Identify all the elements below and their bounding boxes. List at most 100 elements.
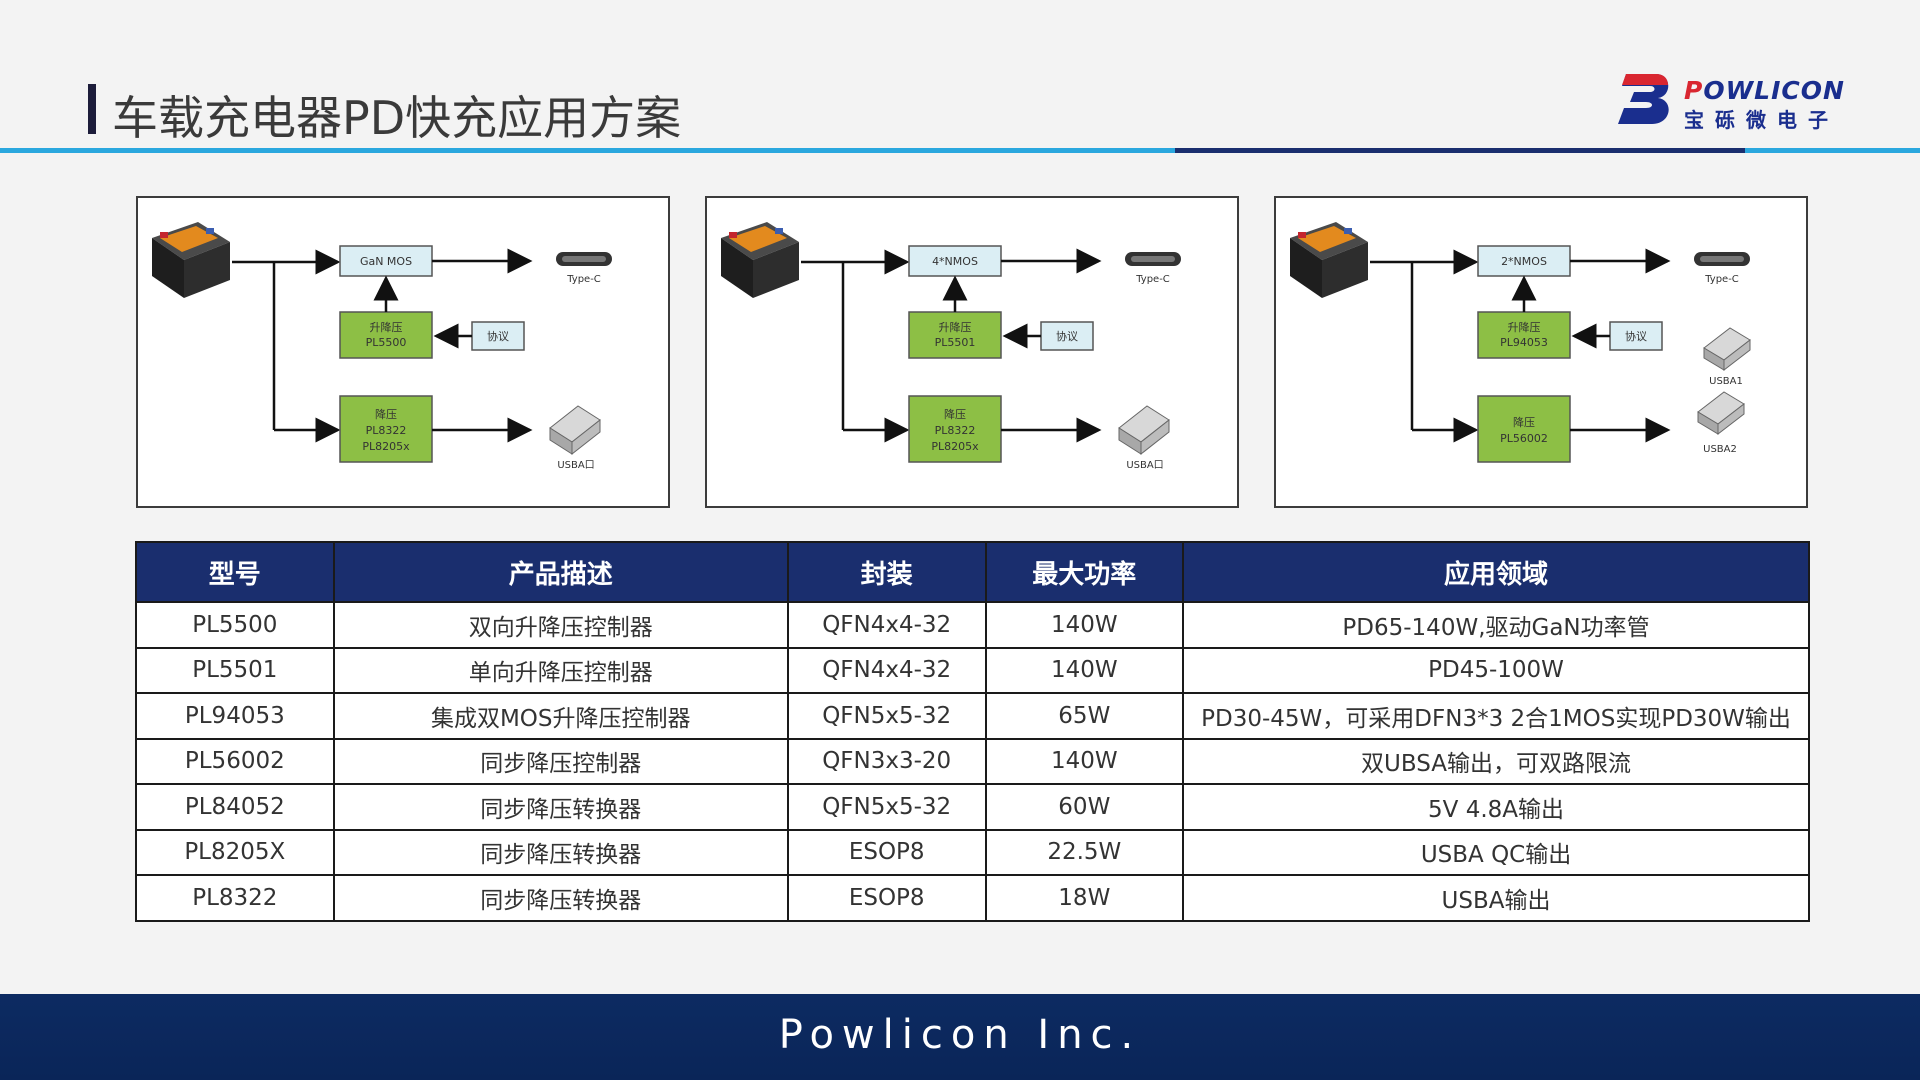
cell-application: PD65-140W,驱动GaN功率管 [1182, 601, 1810, 649]
table-row: PL84052 同步降压转换器 QFN5x5-32 60W 5V 4.8A输出 [135, 783, 1810, 831]
proto-block [1609, 321, 1663, 351]
car-battery-icon [721, 222, 799, 298]
car-battery-icon [1290, 222, 1368, 298]
cell-description: 同步降压转换器 [332, 783, 789, 831]
cell-description: 同步降压转换器 [332, 828, 789, 876]
table-row: PL8322 同步降压转换器 ESOP8 18W USBA输出 [135, 874, 1810, 922]
svg-text:USBA口: USBA口 [557, 460, 594, 471]
top-block [339, 245, 433, 277]
company-logo: POWLICON 宝砾微电子 [1612, 66, 1852, 136]
cell-description: 同步降压转换器 [332, 874, 789, 922]
usb-a-connector-icon [1703, 327, 1751, 372]
cell-max-power: 140W [984, 601, 1185, 649]
diagram-panel-3: 2*NMOS 升降压 PL94053 协议 降压 PL56002 Type-C … [1274, 196, 1808, 508]
cell-max-power: 140W [984, 737, 1185, 785]
svg-text:PL5501: PL5501 [935, 336, 976, 349]
table-row: PL56002 同步降压控制器 QFN3x3-20 140W 双UBSA输出，可… [135, 737, 1810, 785]
header-model: 型号 [135, 541, 335, 603]
mid-block [1477, 311, 1571, 359]
diagram-panel-1: GaN MOS 升降压 PL5500 协议 降压 PL8322 PL8205x … [136, 196, 670, 508]
cell-application: 5V 4.8A输出 [1182, 783, 1810, 831]
cell-max-power: 60W [984, 783, 1185, 831]
svg-text:Type-C: Type-C [566, 274, 601, 285]
block-diagram-1: GaN MOS 升降压 PL5500 协议 降压 PL8322 PL8205x … [152, 222, 612, 471]
cell-package: QFN5x5-32 [786, 692, 987, 740]
cell-model: PL84052 [135, 783, 335, 831]
header-max-power: 最大功率 [984, 541, 1185, 603]
usb-a-connector-icon [1697, 391, 1745, 436]
logo-brand: POWLICON [1684, 76, 1845, 105]
svg-text:PL8205x: PL8205x [931, 440, 979, 453]
cell-model: PL56002 [135, 737, 335, 785]
svg-text:升降压: 升降压 [1508, 320, 1541, 334]
header-application: 应用领域 [1182, 541, 1810, 603]
svg-text:Type-C: Type-C [1704, 274, 1739, 285]
bottom-block [908, 395, 1002, 463]
svg-text:Type-C: Type-C [1135, 274, 1170, 285]
svg-text:USBA口: USBA口 [1126, 460, 1163, 471]
svg-text:协议: 协议 [1056, 329, 1078, 343]
cell-max-power: 140W [984, 646, 1185, 694]
cell-application: USBA输出 [1182, 874, 1810, 922]
cell-application: 双UBSA输出，可双路限流 [1182, 737, 1810, 785]
cell-description: 集成双MOS升降压控制器 [332, 692, 789, 740]
block-diagram-3: 2*NMOS 升降压 PL94053 协议 降压 PL56002 Type-C … [1290, 222, 1751, 463]
svg-text:PL8322: PL8322 [935, 424, 976, 437]
cell-application: PD30-45W，可采用DFN3*3 2合1MOS实现PD30W输出 [1182, 692, 1810, 740]
cell-description: 双向升降压控制器 [332, 601, 789, 649]
cell-application: USBA QC输出 [1182, 828, 1810, 876]
cell-max-power: 65W [984, 692, 1185, 740]
logo-b-mark-icon [1618, 74, 1669, 124]
svg-text:升降压: 升降压 [370, 320, 403, 334]
svg-text:PL8322: PL8322 [366, 424, 407, 437]
header-rule-dark [1175, 148, 1745, 153]
cell-package: ESOP8 [786, 874, 987, 922]
svg-text:PL5500: PL5500 [366, 336, 407, 349]
cell-model: PL8205X [135, 828, 335, 876]
cell-package: QFN4x4-32 [786, 646, 987, 694]
bottom-block [1477, 395, 1571, 463]
svg-text:降压: 降压 [375, 407, 397, 421]
svg-text:GaN MOS: GaN MOS [360, 255, 412, 268]
table-row: PL8205X 同步降压转换器 ESOP8 22.5W USBA QC输出 [135, 828, 1810, 876]
svg-text:协议: 协议 [487, 329, 509, 343]
cell-model: PL5500 [135, 601, 335, 649]
svg-text:PL56002: PL56002 [1500, 432, 1548, 445]
footer-company-name: Powlicon Inc. [778, 1012, 1142, 1058]
svg-text:4*NMOS: 4*NMOS [932, 255, 978, 268]
svg-text:2*NMOS: 2*NMOS [1501, 255, 1547, 268]
title-accent-bar [88, 84, 96, 134]
page-title: 车载充电器PD快充应用方案 [112, 91, 682, 145]
svg-text:PL94053: PL94053 [1500, 336, 1548, 349]
usb-a-connector-icon [549, 405, 601, 456]
svg-text:协议: 协议 [1625, 329, 1647, 343]
svg-text:降压: 降压 [1513, 415, 1535, 429]
cell-model: PL5501 [135, 646, 335, 694]
car-battery-icon [152, 222, 230, 298]
footer-banner: Powlicon Inc. [0, 994, 1920, 1080]
cell-model: PL8322 [135, 874, 335, 922]
cell-application: PD45-100W [1182, 646, 1810, 694]
cell-package: QFN4x4-32 [786, 601, 987, 649]
product-spec-table: 型号 产品描述 封装 最大功率 应用领域 PL5500 双向升降压控制器 QFN… [135, 541, 1810, 922]
cell-package: QFN3x3-20 [786, 737, 987, 785]
usb-a-connector-icon [1118, 405, 1170, 456]
header-rule-light-end [1745, 148, 1920, 153]
svg-text:升降压: 升降压 [939, 320, 972, 334]
logo-subtitle: 宝砾微电子 [1684, 108, 1839, 132]
table-row: PL94053 集成双MOS升降压控制器 QFN5x5-32 65W PD30-… [135, 692, 1810, 740]
header-rule-light [0, 148, 1175, 153]
svg-text:USBA2: USBA2 [1703, 444, 1737, 455]
cell-max-power: 22.5W [984, 828, 1185, 876]
table-header-row: 型号 产品描述 封装 最大功率 应用领域 [135, 541, 1810, 603]
table-row: PL5500 双向升降压控制器 QFN4x4-32 140W PD65-140W… [135, 601, 1810, 649]
cell-model: PL94053 [135, 692, 335, 740]
table-row: PL5501 单向升降压控制器 QFN4x4-32 140W PD45-100W [135, 646, 1810, 694]
diagram-panel-2: 4*NMOS 升降压 PL5501 协议 降压 PL8322 PL8205x T… [705, 196, 1239, 508]
mid-block [339, 311, 433, 359]
svg-text:PL8205x: PL8205x [362, 440, 410, 453]
cell-description: 单向升降压控制器 [332, 646, 789, 694]
header-description: 产品描述 [332, 541, 789, 603]
svg-text:降压: 降压 [944, 407, 966, 421]
svg-text:USBA1: USBA1 [1709, 376, 1743, 387]
